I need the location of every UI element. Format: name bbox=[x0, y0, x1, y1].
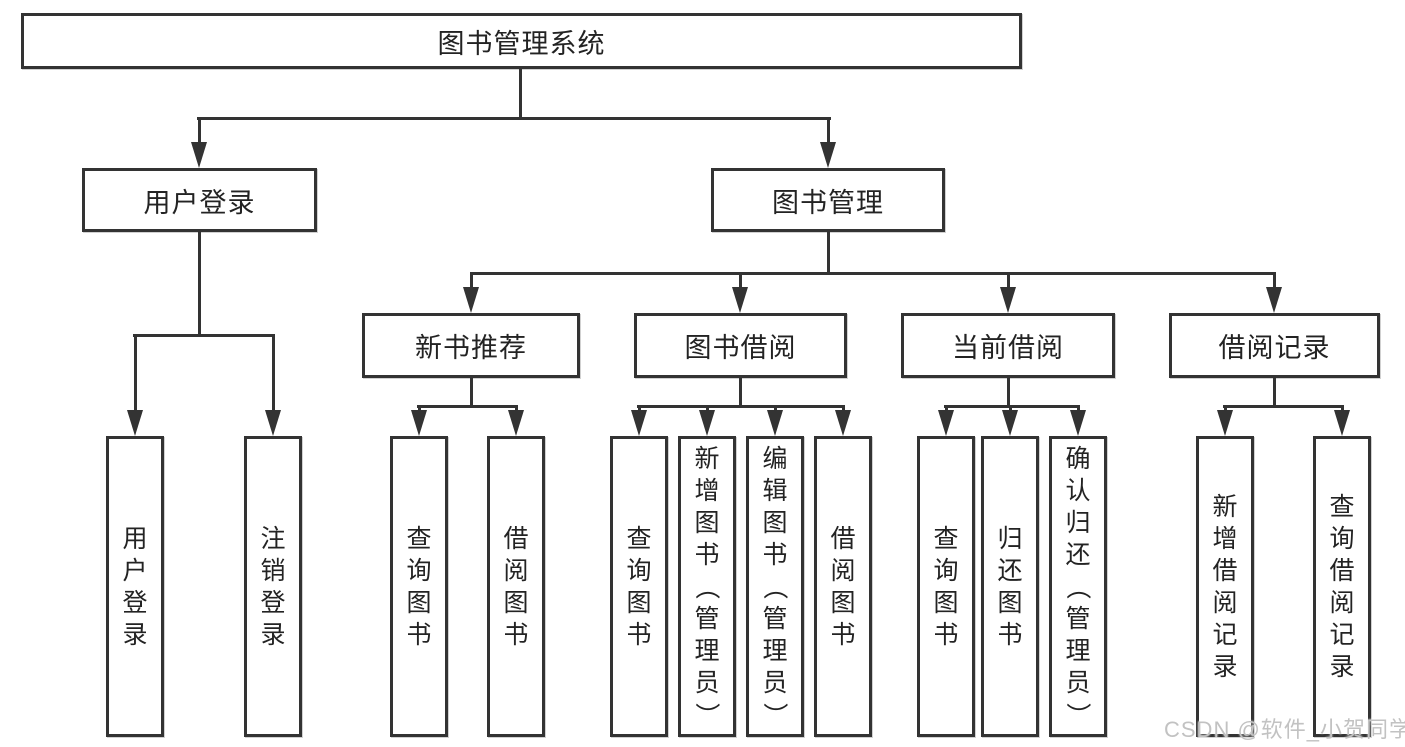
connector-line bbox=[1273, 272, 1276, 290]
node-user-login: 用户登录 bbox=[82, 168, 317, 232]
leaf-label: 查询借阅记录 bbox=[1329, 492, 1355, 681]
node-label: 图书借阅 bbox=[684, 333, 797, 363]
arrowhead-down-icon bbox=[699, 410, 715, 436]
leaf-query-books-current: 查询图书 bbox=[917, 436, 975, 737]
arrowhead-down-icon bbox=[767, 410, 783, 436]
node-borrowing-records: 借阅记录 bbox=[1169, 313, 1380, 378]
connector-line bbox=[842, 405, 845, 413]
arrowhead-down-icon bbox=[732, 287, 748, 313]
connector-line bbox=[1007, 272, 1010, 290]
connector-line bbox=[637, 405, 845, 408]
csdn-watermark: CSDN @软件_小贺同学 bbox=[1164, 717, 1405, 742]
arrowhead-down-icon bbox=[835, 410, 851, 436]
connector-line bbox=[198, 117, 201, 145]
node-label: 图书管理 bbox=[772, 187, 884, 218]
leaf-query-borrow-record: 查询借阅记录 bbox=[1313, 436, 1371, 737]
leaf-add-borrow-record: 新增借阅记录 bbox=[1196, 436, 1254, 737]
connector-line bbox=[133, 334, 275, 337]
connector-line bbox=[706, 405, 709, 413]
node-library-management-system: 图书管理系统 bbox=[21, 13, 1022, 69]
leaf-label: 查询图书 bbox=[406, 524, 432, 649]
connector-line bbox=[739, 272, 742, 290]
connector-line bbox=[945, 405, 948, 413]
arrowhead-down-icon bbox=[463, 287, 479, 313]
leaf-label: 新增借阅记录 bbox=[1212, 492, 1238, 681]
arrowhead-down-icon bbox=[191, 142, 207, 168]
leaf-label: 用户登录 bbox=[122, 524, 148, 649]
arrowhead-down-icon bbox=[508, 410, 524, 436]
connector-line bbox=[1273, 376, 1276, 408]
connector-line bbox=[1341, 405, 1344, 413]
connector-line bbox=[774, 405, 777, 413]
leaf-confirm-return-admin: 确认归还（管理员） bbox=[1049, 436, 1107, 737]
node-label: 当前借阅 bbox=[952, 333, 1064, 363]
arrowhead-down-icon bbox=[1334, 410, 1350, 436]
connector-line bbox=[470, 376, 473, 408]
arrowhead-down-icon bbox=[631, 410, 647, 436]
arrowhead-down-icon bbox=[1217, 410, 1233, 436]
leaf-label: 借阅图书 bbox=[830, 524, 856, 649]
node-new-book-recommend: 新书推荐 bbox=[362, 313, 580, 378]
leaf-label: 编辑图书（管理员） bbox=[760, 444, 789, 728]
leaf-logout: 注销登录 bbox=[244, 436, 302, 737]
connector-line bbox=[638, 405, 641, 413]
connector-line bbox=[519, 66, 522, 120]
leaf-label: 查询图书 bbox=[626, 524, 652, 649]
connector-line bbox=[417, 405, 518, 408]
arrowhead-down-icon bbox=[1266, 287, 1282, 313]
node-label: 用户登录 bbox=[143, 187, 256, 218]
arrowhead-down-icon bbox=[1000, 287, 1016, 313]
leaf-query-books-recommend: 查询图书 bbox=[390, 436, 448, 737]
leaf-return-books: 归还图书 bbox=[981, 436, 1039, 737]
leaf-label: 注销登录 bbox=[260, 524, 286, 649]
leaf-label: 确认归还（管理员） bbox=[1063, 444, 1092, 728]
connector-line bbox=[827, 230, 830, 275]
leaf-edit-books-admin: 编辑图书（管理员） bbox=[746, 436, 804, 737]
arrowhead-down-icon bbox=[127, 410, 143, 436]
connector-line bbox=[198, 230, 201, 337]
connector-line bbox=[1007, 376, 1010, 408]
connector-line bbox=[1077, 405, 1080, 413]
leaf-borrow-books-recommend: 借阅图书 bbox=[487, 436, 545, 737]
connector-line bbox=[739, 376, 742, 408]
arrowhead-down-icon bbox=[1070, 410, 1086, 436]
connector-line bbox=[515, 405, 518, 413]
connector-line bbox=[1223, 405, 1344, 408]
leaf-add-books-admin: 新增图书（管理员） bbox=[678, 436, 736, 737]
leaf-label: 查询图书 bbox=[933, 524, 959, 649]
node-label: 新书推荐 bbox=[415, 333, 527, 363]
leaf-label: 借阅图书 bbox=[503, 524, 529, 649]
leaf-label: 新增图书（管理员） bbox=[692, 444, 721, 728]
leaf-user-login: 用户登录 bbox=[106, 436, 164, 737]
connector-line bbox=[827, 117, 830, 145]
connector-line bbox=[418, 405, 421, 413]
connector-line bbox=[272, 334, 275, 413]
connector-line bbox=[197, 117, 831, 120]
node-book-management: 图书管理 bbox=[711, 168, 945, 232]
node-label: 图书管理系统 bbox=[437, 28, 606, 59]
connector-line bbox=[134, 334, 137, 413]
node-current-borrowing: 当前借阅 bbox=[901, 313, 1115, 378]
arrowhead-down-icon bbox=[938, 410, 954, 436]
leaf-label: 归还图书 bbox=[997, 524, 1023, 649]
node-label: 借阅记录 bbox=[1218, 333, 1331, 363]
connector-line bbox=[470, 272, 1276, 275]
node-book-borrowing: 图书借阅 bbox=[634, 313, 847, 378]
connector-line bbox=[470, 272, 473, 290]
leaf-query-books-borrowing: 查询图书 bbox=[610, 436, 668, 737]
leaf-borrow-books: 借阅图书 bbox=[814, 436, 872, 737]
arrowhead-down-icon bbox=[265, 410, 281, 436]
arrowhead-down-icon bbox=[1002, 410, 1018, 436]
connector-line bbox=[1224, 405, 1227, 413]
arrowhead-down-icon bbox=[820, 142, 836, 168]
connector-line bbox=[1009, 405, 1012, 413]
arrowhead-down-icon bbox=[411, 410, 427, 436]
connector-line bbox=[944, 405, 1080, 408]
